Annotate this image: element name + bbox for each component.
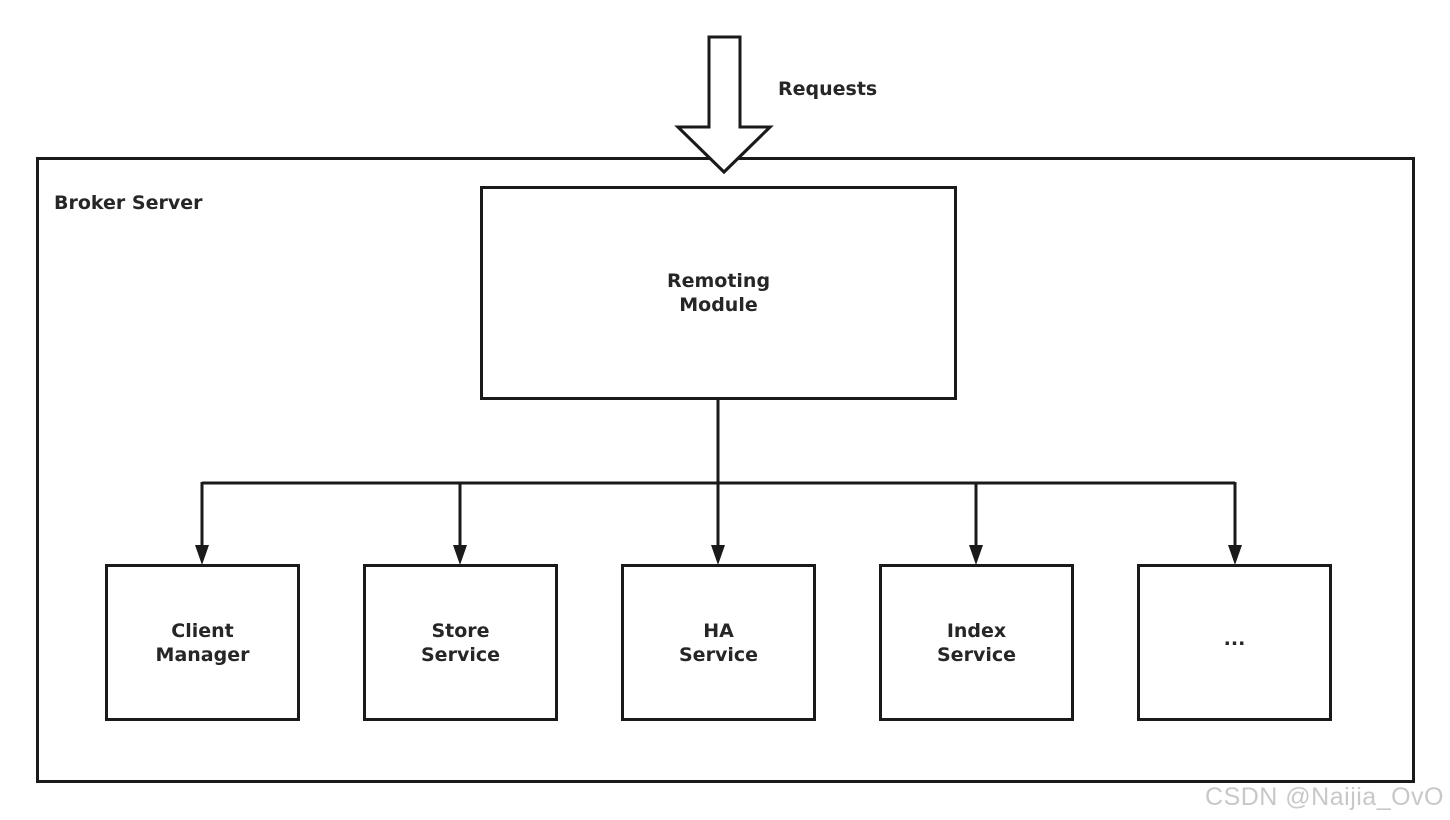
- ha-service-box: [621, 564, 816, 721]
- broker-server-title: Broker Server: [54, 192, 203, 214]
- remoting-module-box: [480, 186, 957, 400]
- index-service-label: Index Service: [937, 619, 1016, 666]
- more-modules-box: [1137, 564, 1332, 721]
- remoting-module-label: Remoting Module: [666, 270, 771, 316]
- requests-arrow: [674, 35, 774, 175]
- arrow-head: [1228, 545, 1242, 565]
- store-service-box: [363, 564, 558, 721]
- client-manager-label: Client Manager: [155, 619, 250, 666]
- client-manager-box: [105, 564, 300, 721]
- more-modules-label: ...: [1223, 627, 1246, 650]
- requests-label: Requests: [778, 78, 878, 100]
- arrow-head: [453, 545, 467, 565]
- store-service-label: Store Service: [421, 619, 500, 666]
- arrow-head: [195, 545, 209, 565]
- ha-service-label: HA Service: [679, 619, 758, 666]
- watermark: CSDN @Naijia_OvO: [1205, 783, 1444, 811]
- index-service-box: [879, 564, 1074, 721]
- arrow-head: [711, 545, 725, 565]
- arrow-head: [969, 545, 983, 565]
